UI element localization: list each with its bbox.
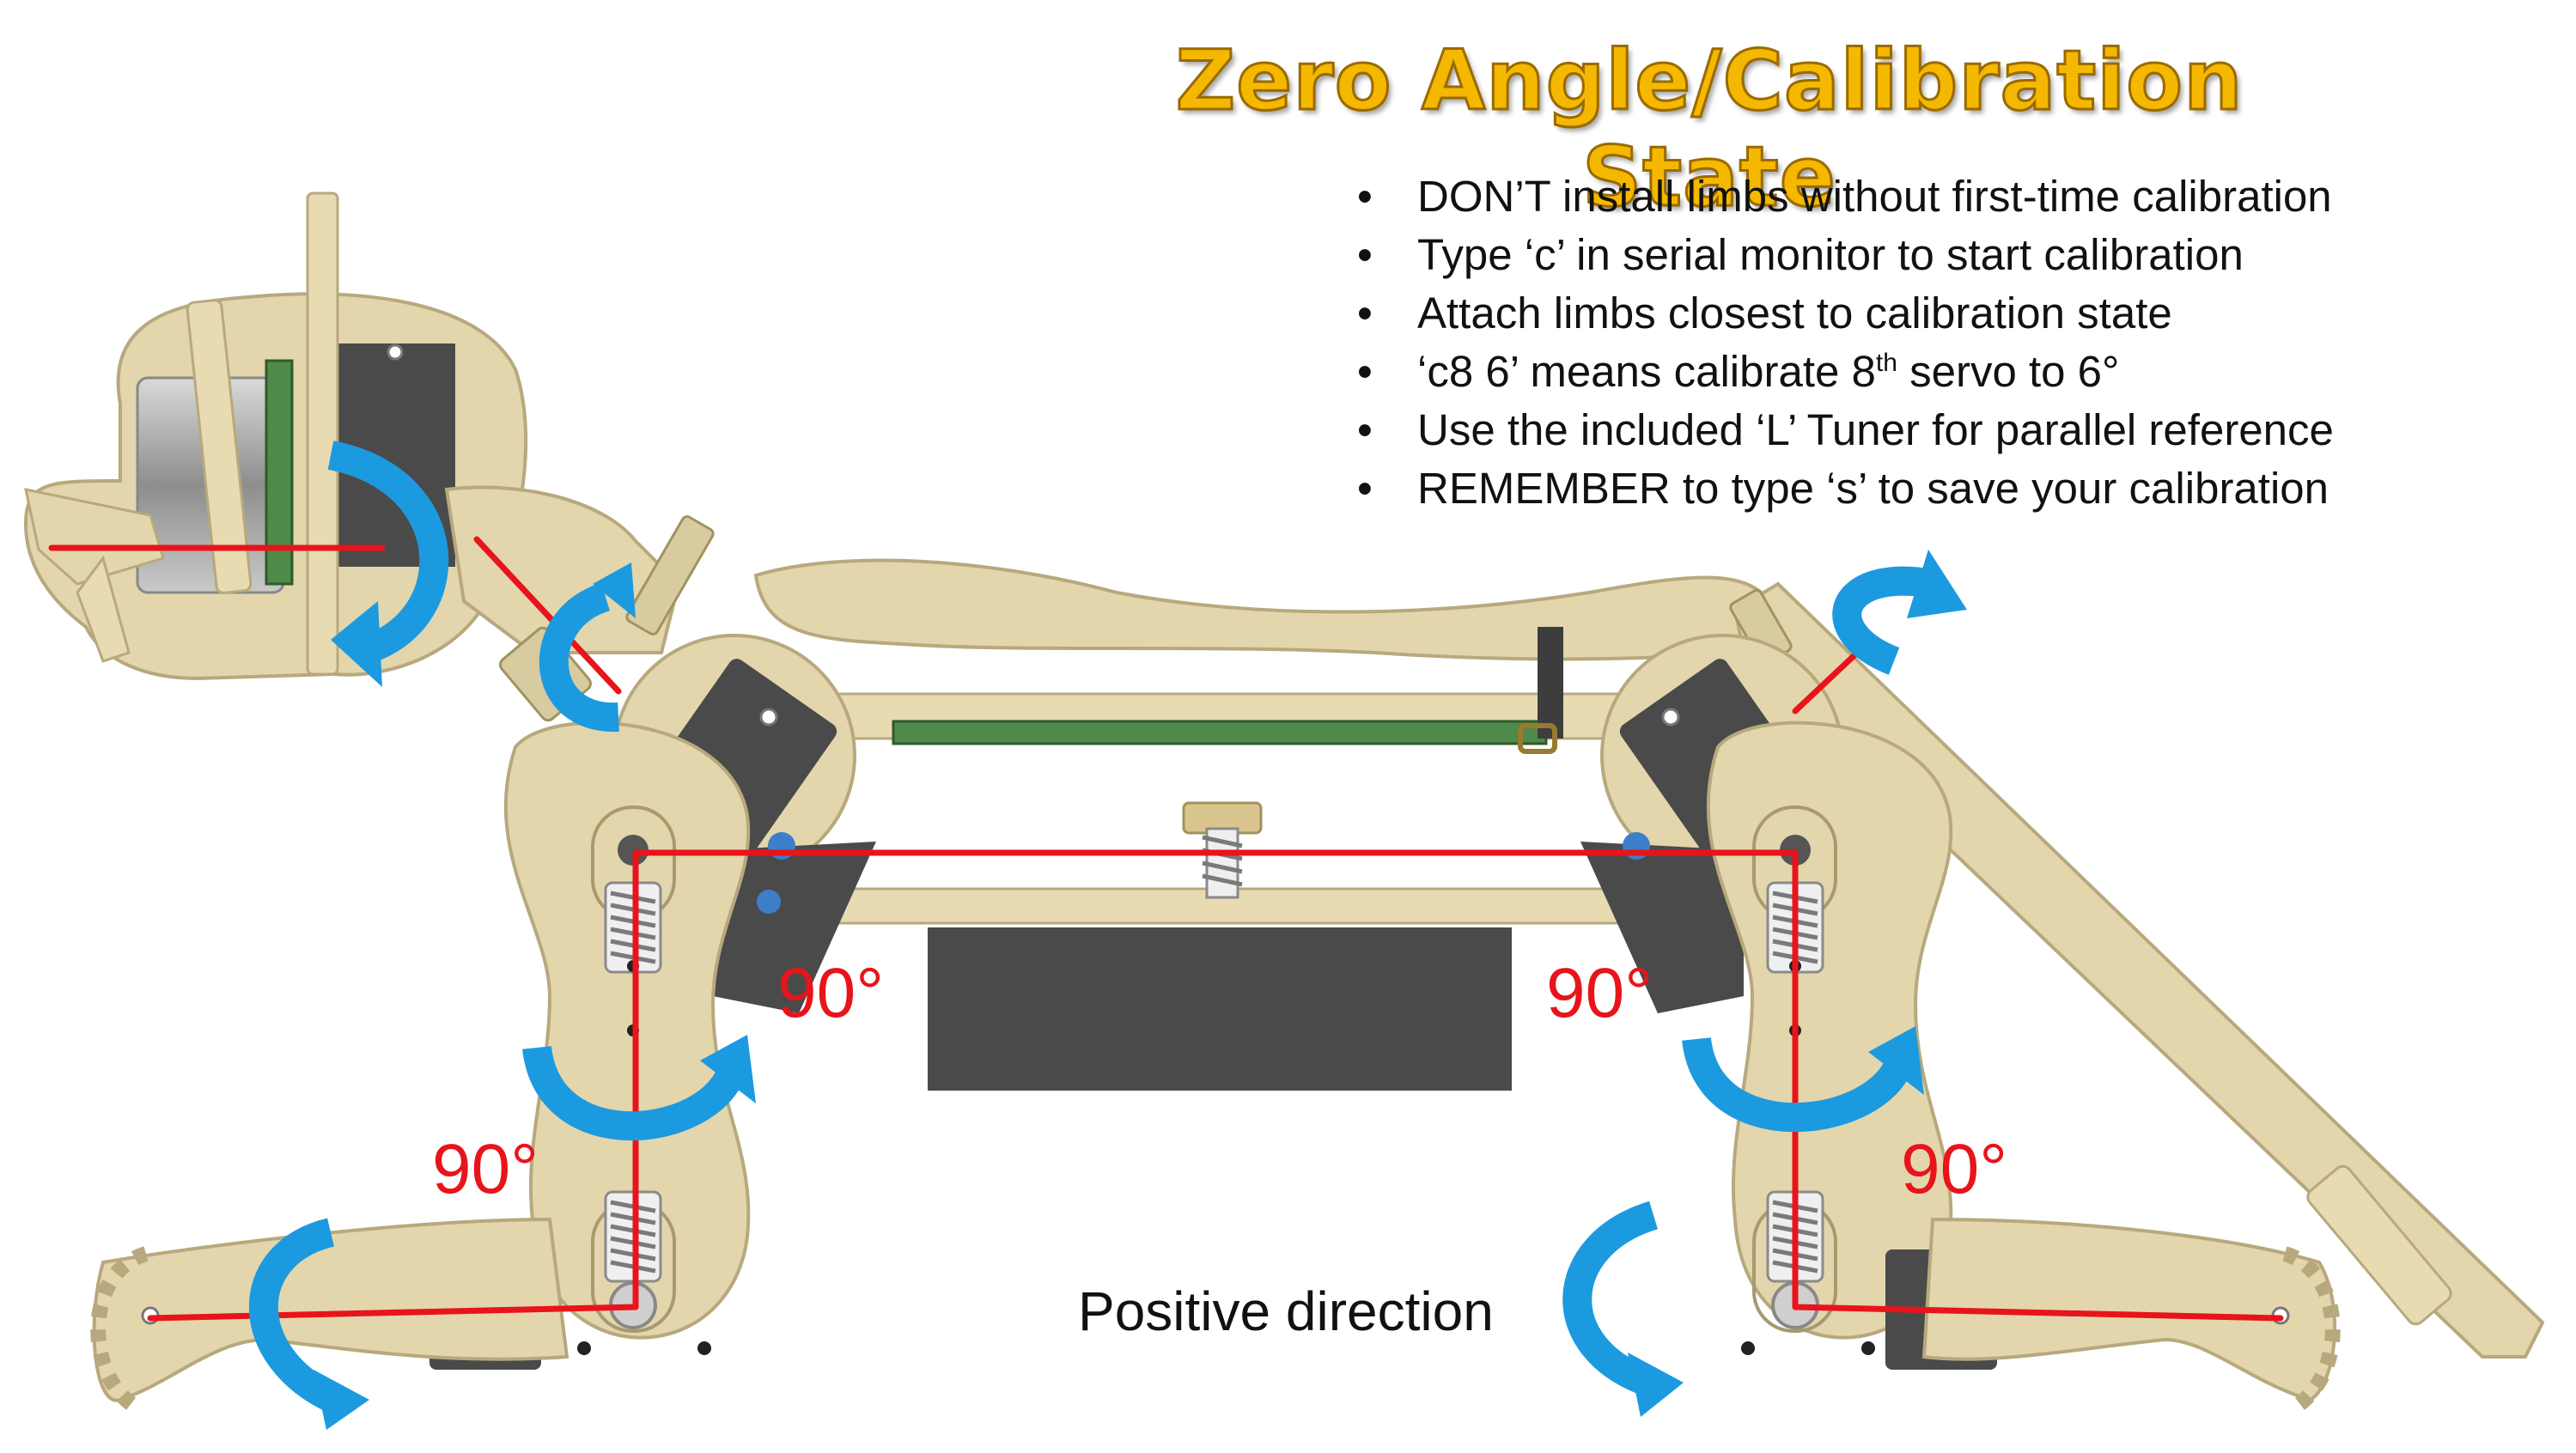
rotation-arrow-icon xyxy=(327,441,449,687)
rotation-arrow-icon xyxy=(1682,1026,1924,1133)
front-lower-angle-label: 90° xyxy=(432,1130,539,1208)
rotation-arrow-icon xyxy=(1562,1201,1684,1417)
note-item: Attach limbs closest to calibration stat… xyxy=(1349,284,2334,343)
note-item: Type ‘c’ in serial monitor to start cali… xyxy=(1349,226,2334,284)
rotation-arrow-icon xyxy=(1832,550,1967,675)
positive-direction-label: Positive direction xyxy=(1078,1280,1494,1342)
note-item: REMEMBER to type ‘s’ to save your calibr… xyxy=(1349,459,2334,518)
note-item: DON’T install limbs without first-time c… xyxy=(1349,167,2334,226)
robot-head xyxy=(23,192,528,681)
rotation-arrows xyxy=(249,441,1967,1430)
note-item: ‘c8 6’ means calibrate 8th servo to 6° xyxy=(1349,343,2334,401)
reference-lines xyxy=(48,536,2284,1322)
front-upper-angle-label: 90° xyxy=(777,954,885,1032)
rear-lower-angle-label: 90° xyxy=(1901,1130,2008,1208)
calibration-notes: DON’T install limbs without first-time c… xyxy=(1349,167,2334,518)
front-foot-reference-line xyxy=(147,1304,639,1322)
rotation-arrow-icon xyxy=(539,562,636,733)
rear-foot-reference-line xyxy=(1792,1304,2284,1322)
rotation-arrow-icon xyxy=(249,1218,369,1430)
rotation-arrow-icon xyxy=(522,1035,756,1141)
note-item: Use the included ‘L’ Tuner for parallel … xyxy=(1349,401,2334,459)
neck-reference-line xyxy=(473,536,622,695)
rear-upper-angle-label: 90° xyxy=(1546,954,1653,1032)
